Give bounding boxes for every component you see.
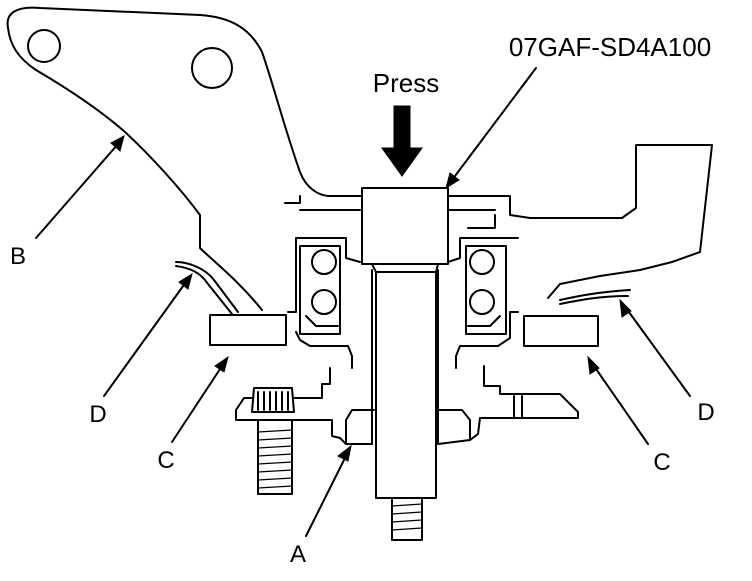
leader-lines [35,67,691,537]
dust-shield-right [559,289,631,305]
wheel-hub [235,269,579,445]
tool-shaft [371,263,439,499]
callout-c-right: C [653,449,670,476]
callout-a: A [290,541,306,568]
dust-shield-left [175,261,239,315]
knuckle-right-body [284,144,713,299]
callout-d-left: D [89,401,106,428]
support-block-left [209,314,287,346]
support-block-right [523,315,599,347]
press-label: Press [373,68,439,98]
wheel-stud [251,387,295,495]
tool-head [361,187,449,265]
bearing-housing [287,237,519,369]
callout-c-left: C [157,447,174,474]
mounting-hole [27,29,61,63]
knuckle-upper-arm [6,6,363,311]
press-tool [361,187,449,541]
press-arrow-icon [381,105,423,177]
callout-d-right: D [697,399,714,426]
mounting-hole [191,47,233,89]
callout-b: B [10,243,26,270]
tool-part-number: 07GAF-SD4A100 [509,32,711,62]
